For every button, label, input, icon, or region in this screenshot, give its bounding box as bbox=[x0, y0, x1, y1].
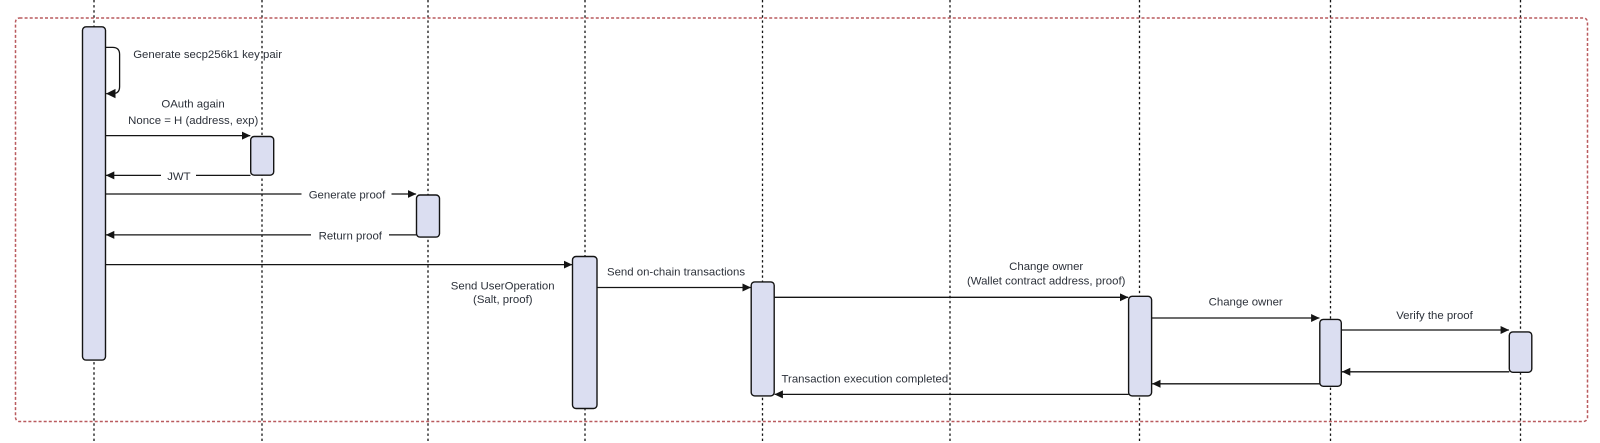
svg-text:Generate secp256k1 key pair: Generate secp256k1 key pair bbox=[133, 49, 282, 61]
svg-text:Change owner: Change owner bbox=[1009, 261, 1083, 273]
svg-text:(Wallet contract address, proo: (Wallet contract address, proof) bbox=[967, 275, 1126, 287]
svg-text:(Salt, proof): (Salt, proof) bbox=[473, 294, 533, 306]
svg-text:Send UserOperation: Send UserOperation bbox=[451, 280, 555, 292]
svg-text:Return proof: Return proof bbox=[319, 231, 383, 243]
svg-text:Change owner: Change owner bbox=[1209, 296, 1283, 308]
svg-text:Send on-chain transactions: Send on-chain transactions bbox=[607, 267, 745, 279]
svg-text:Generate proof: Generate proof bbox=[309, 190, 386, 202]
svg-text:OAuth again: OAuth again bbox=[161, 99, 224, 111]
svg-text:Verify the proof: Verify the proof bbox=[1396, 310, 1473, 322]
svg-text:Nonce = H (address, exp): Nonce = H (address, exp) bbox=[128, 115, 258, 127]
svg-text:JWT: JWT bbox=[167, 171, 190, 183]
svg-text:Transaction execution complete: Transaction execution completed bbox=[782, 374, 949, 386]
